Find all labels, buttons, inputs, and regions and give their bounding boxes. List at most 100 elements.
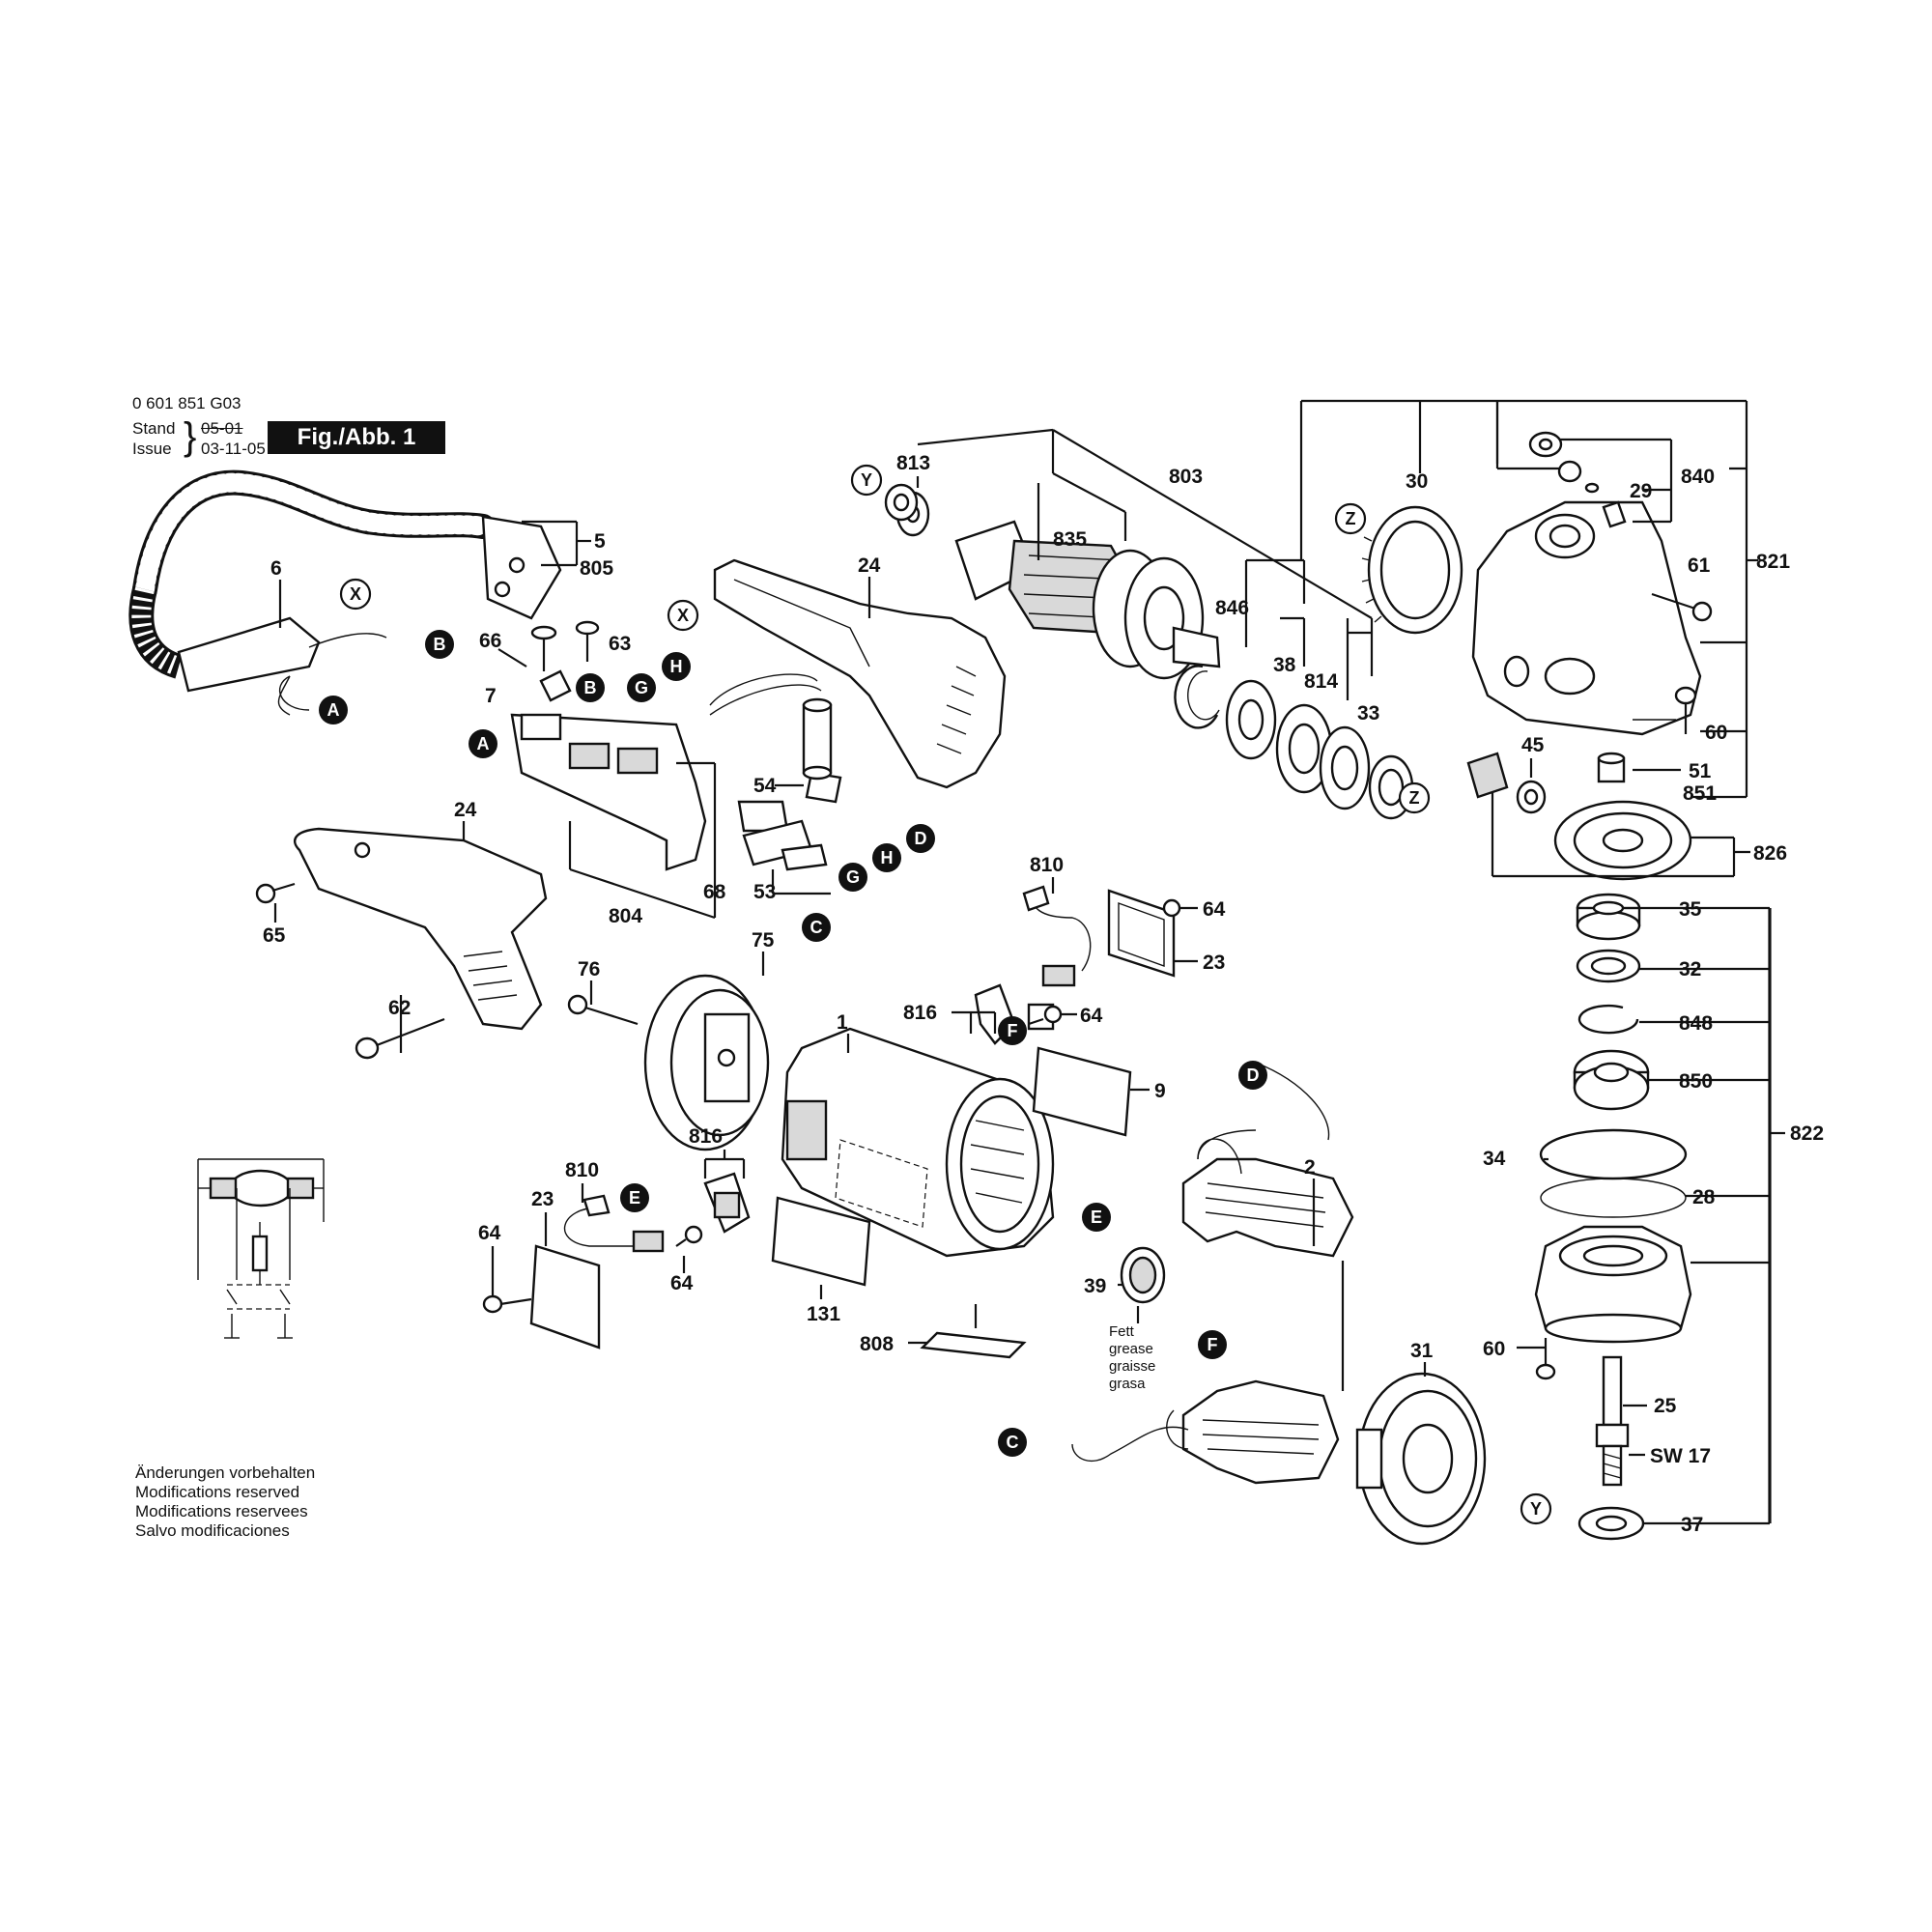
connector-Y-1: Y [850,464,883,497]
svg-text:Y: Y [1530,1499,1542,1519]
part-number-846: 846 [1215,597,1249,619]
screw-65 [255,882,296,904]
capacitor-54-drawing [709,673,833,781]
label-808 [920,1331,1027,1359]
part-number-64c: 64 [670,1272,694,1294]
connector-G-2: G [838,863,867,892]
label-9 [1032,1046,1132,1137]
part-number-9: 9 [1154,1080,1166,1102]
connector-D-1: D [906,824,935,853]
connector-C-1: C [802,913,831,942]
svg-text:G: G [846,867,860,887]
note-de: Änderungen vorbehalten [135,1463,316,1482]
svg-text:Z: Z [1346,509,1356,528]
screw-62 [355,1017,445,1060]
part-number-23a: 23 [1203,952,1225,974]
part-number-37: 37 [1681,1514,1703,1536]
svg-text:C: C [810,918,823,937]
part-number-850: 850 [1679,1070,1713,1093]
snap-ring-846 [1174,665,1220,729]
part-number-25: 25 [1654,1395,1677,1417]
bevel-gear-826 [1553,800,1692,881]
sw-17-label: SW 17 [1650,1445,1711,1467]
part-number-1: 1 [837,1011,848,1034]
bearing-850 [1573,1049,1650,1111]
part-number-808: 808 [860,1333,894,1355]
connector-G-1: G [627,673,656,702]
part-number-60b: 60 [1483,1338,1505,1360]
part-number-68: 68 [703,881,726,903]
cover-23-top [1107,889,1176,978]
screw-76 [567,994,639,1026]
flange-34-28 [1539,1128,1688,1218]
handle-24-top-drawing [713,558,1007,789]
svg-text:H: H [881,848,894,867]
grease-note-en: grease [1109,1341,1153,1357]
bracket-816-top [952,1010,997,1034]
part-number-76: 76 [578,958,600,980]
part-number-53: 53 [753,881,776,903]
part-number-64d: 64 [478,1222,501,1244]
wiring-schematic [197,1158,325,1339]
svg-text:C: C [1007,1433,1019,1452]
bracket-826 [1491,792,1750,878]
connector-F-1: F [998,1016,1027,1045]
svg-text:Y: Y [861,470,872,490]
part-number-64a: 64 [1080,1005,1103,1027]
part-number-810b: 810 [565,1159,599,1181]
part-number-30: 30 [1406,470,1428,493]
connector-E-2: E [1082,1203,1111,1232]
part-number-835: 835 [1053,528,1087,551]
svg-text:X: X [350,584,361,604]
part-number-840: 840 [1681,466,1715,488]
connector-Z-1: Z [1334,502,1367,535]
connector-H-2: H [872,843,901,872]
connector-H-1: H [662,652,691,681]
brush-810-bottom [563,1194,665,1253]
brush-holder-816-bottom [703,1172,751,1234]
svg-text:G: G [635,678,648,697]
part-number-6: 6 [270,557,282,580]
grease-39 [1120,1246,1166,1304]
washer-32 [1576,949,1641,983]
part-number-64b: 64 [1203,898,1226,921]
grease-note-es: grasa [1109,1376,1146,1392]
stand-value: 05-01 [201,419,243,438]
part-number-816a: 816 [903,1002,937,1024]
svg-text:F: F [1008,1021,1018,1040]
part-number-34: 34 [1483,1148,1506,1170]
svg-text:X: X [677,606,689,625]
brackets-846-38-814-33 [1244,558,1372,700]
handle-24-left-drawing [294,827,548,1031]
grease-note-fr: graisse [1109,1358,1155,1375]
part-number-63: 63 [609,633,631,655]
armature-835-drawing [895,491,1221,680]
bracket-822 [1517,906,1785,1525]
part-number-23b: 23 [531,1188,554,1210]
part-number-803: 803 [1169,466,1203,488]
screw-61 [1651,592,1713,622]
part-number-805: 805 [580,557,613,580]
clamping-nut-37 [1577,1506,1645,1541]
part-number-821: 821 [1756,551,1790,573]
screws-66-63 [530,620,600,671]
svg-text:D: D [915,829,927,848]
circlip-848 [1577,1004,1639,1035]
part-number-2: 2 [1304,1156,1316,1179]
svg-text:E: E [1091,1208,1102,1227]
connector-Y-2: Y [1520,1492,1552,1525]
bearing-flange [1534,1225,1692,1344]
pinion-45-and-gear [1466,752,1547,814]
note-fr: Modifications reservees [135,1502,308,1520]
parts-840-29 [1528,431,1627,528]
modification-notes: Änderungen vorbehalten Modifications res… [135,1463,315,1541]
fan-cover-31 [1355,1372,1487,1546]
svg-text:Z: Z [1409,788,1420,808]
svg-text:B: B [584,678,597,697]
part-number-62: 62 [388,997,411,1019]
part-number-75: 75 [752,929,775,952]
bracket-821 [1299,399,1758,799]
bearing-814 [1275,703,1333,794]
svg-text:H: H [670,657,683,676]
